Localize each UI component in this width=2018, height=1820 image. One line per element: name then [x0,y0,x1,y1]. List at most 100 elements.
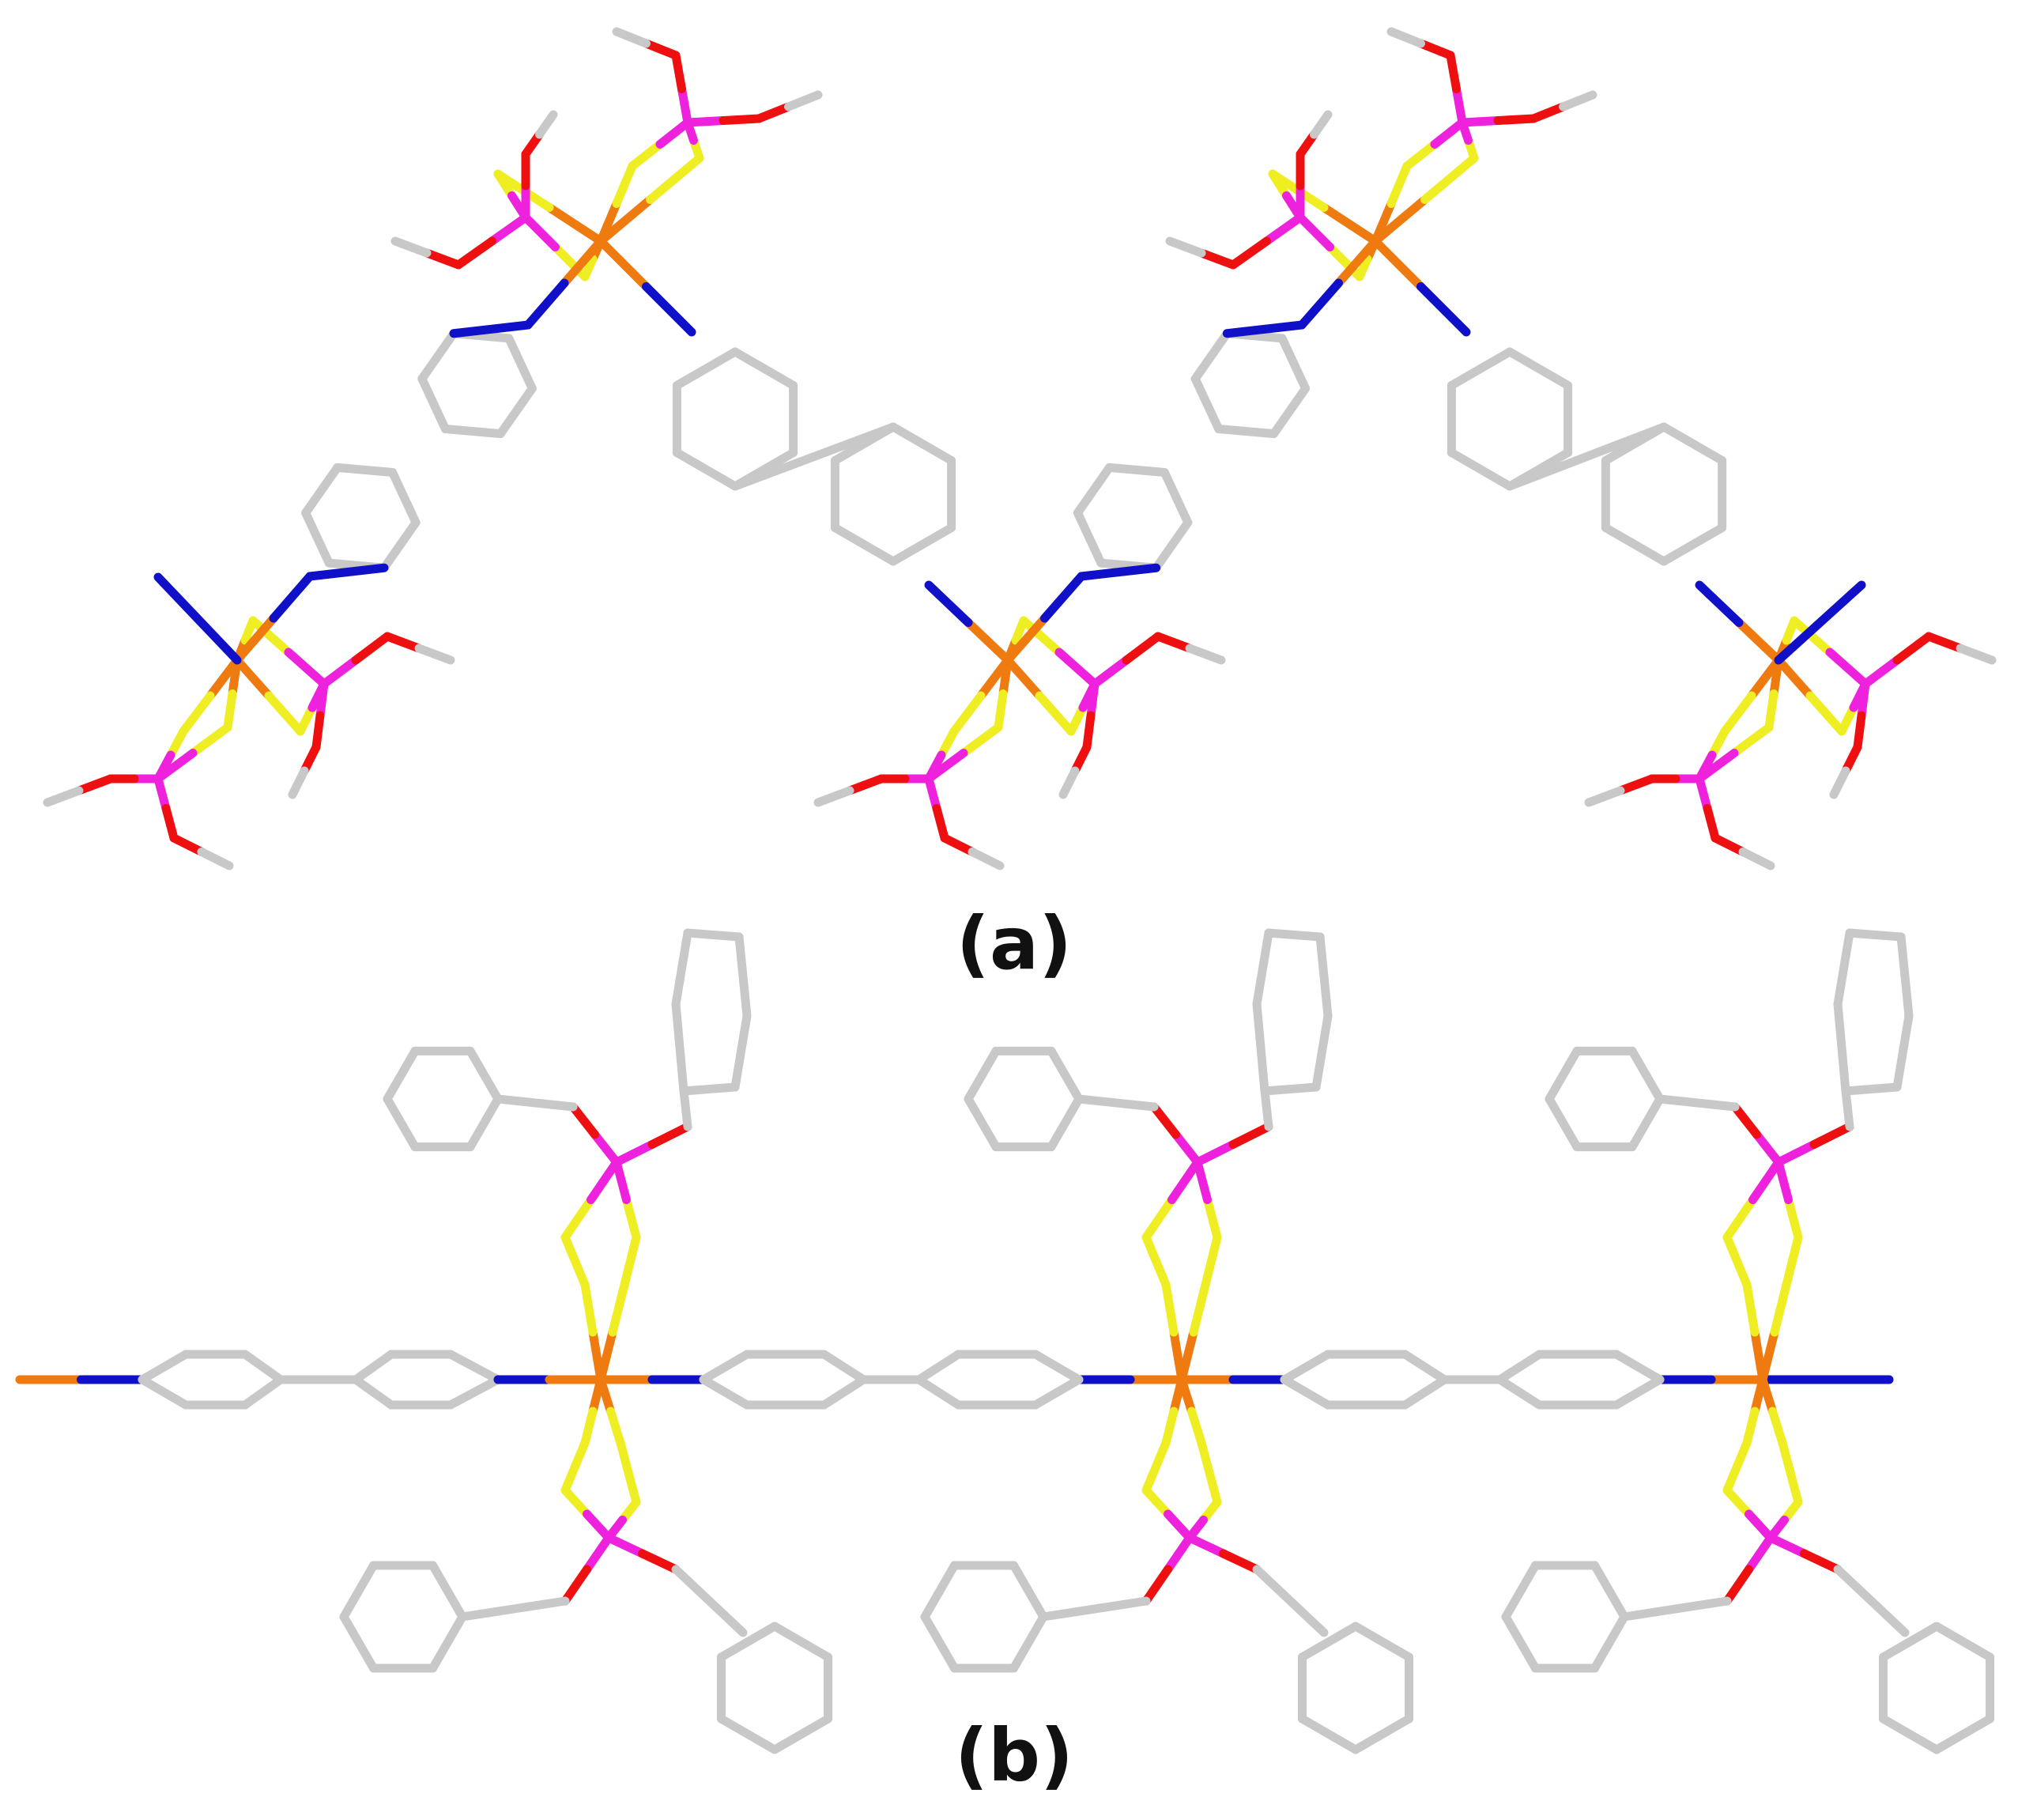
ring-bond [1590,1561,1629,1622]
bond-half [1122,632,1163,665]
ring-bond [417,329,458,383]
bond-half [596,195,654,246]
bond-half [1734,618,1783,665]
o-c-bond [1039,1596,1151,1622]
ring-bond [770,1622,833,1662]
bond-half [390,236,432,258]
bond-half [1722,1486,1753,1519]
bond-half [646,153,704,204]
ring-bond [888,422,956,465]
o-c-bond [1620,1596,1732,1622]
ring-bond [716,1714,779,1754]
bond-half [1752,1130,1783,1167]
ring-bond [1264,928,1325,942]
ring-bond [1190,329,1232,383]
ring-bond [730,1011,752,1092]
bond-half [223,689,237,732]
bond-half [642,39,681,60]
ring-bond [1845,928,1906,942]
bond-half [1892,632,1933,665]
ring-bond [1496,1375,1544,1410]
ring-bond [1260,1082,1321,1096]
bond-half [161,804,179,843]
ring-bond [351,1375,396,1410]
bond-half [1584,786,1625,807]
ring-bond [466,1046,503,1104]
ring-bond [428,1561,467,1622]
bond-half [622,1195,641,1242]
bond-half [959,723,1003,757]
ring-bond [734,932,752,1021]
ring-bond [1252,928,1273,1009]
bond-half [1841,742,1862,776]
bond-half [1730,1102,1761,1139]
ring-bond [138,1375,190,1410]
bond-half [1296,213,1334,251]
ring-bond [1351,1622,1414,1662]
bond-half [1695,580,1744,627]
metal-center-a2 [390,27,823,281]
ring-bond [504,334,537,393]
bond-half [1805,691,1846,736]
ring-bond [1545,1094,1582,1152]
bond-half [1703,804,1720,843]
bipyridine-a3 [1003,236,1380,665]
ring-bond [351,1350,396,1384]
bond-half [638,1549,681,1574]
bond-half [1722,1565,1753,1606]
bond-half [1729,723,1774,757]
bond-half [1458,116,1503,127]
bond-half [1452,85,1467,127]
bond-half [580,1280,598,1337]
ring-bond [388,467,421,527]
bond-half [590,1130,621,1167]
bond-half [1493,114,1538,125]
bond-half [300,742,321,776]
ring-bond [1659,523,1727,566]
bond-half [1185,644,1226,665]
bond-half [1054,648,1100,689]
o-c-bond [1074,1094,1159,1112]
ring-bond [1590,1612,1629,1673]
bond [616,1438,641,1507]
ring-bond [1009,1612,1048,1673]
bond-half [1559,90,1597,111]
bond-half [488,213,530,246]
bond-half [296,703,317,736]
n-ring-bond [1077,563,1161,581]
bond [1197,1438,1222,1507]
ring-bond [1612,1375,1665,1410]
bond-half [1187,1407,1206,1448]
ring-bond [1297,1622,1360,1662]
ring-bond [339,1561,378,1622]
bond-half [1738,848,1775,870]
bond-half [568,1102,599,1139]
ring-bond [1315,932,1333,1021]
bond [620,1233,641,1289]
ring-bond [964,1046,1001,1104]
ring-bond [1841,1082,1902,1096]
ring-bond [679,1082,740,1096]
bond-half [604,1533,647,1558]
bond-half [1197,248,1238,270]
bond-half [43,786,84,807]
ring-bond [770,1714,833,1754]
bond-half [560,1486,591,1519]
ring-bond [1628,1046,1665,1104]
ring-bond [301,463,342,518]
bond-half [994,689,1008,732]
bond-half [1035,691,1076,736]
bond-half [1177,1327,1198,1384]
ring-bond [1277,334,1311,393]
bond-half [932,804,949,843]
ring-bond [1447,448,1514,491]
bond [560,1438,590,1495]
bond-half [1164,1533,1194,1574]
bond-half [719,114,764,125]
bond-half [1161,1280,1179,1337]
bond-half [1058,766,1080,799]
bond-half [1082,711,1096,752]
bond-half [1829,766,1850,799]
ring-bond [915,1375,963,1410]
bond-half [1722,1195,1757,1242]
